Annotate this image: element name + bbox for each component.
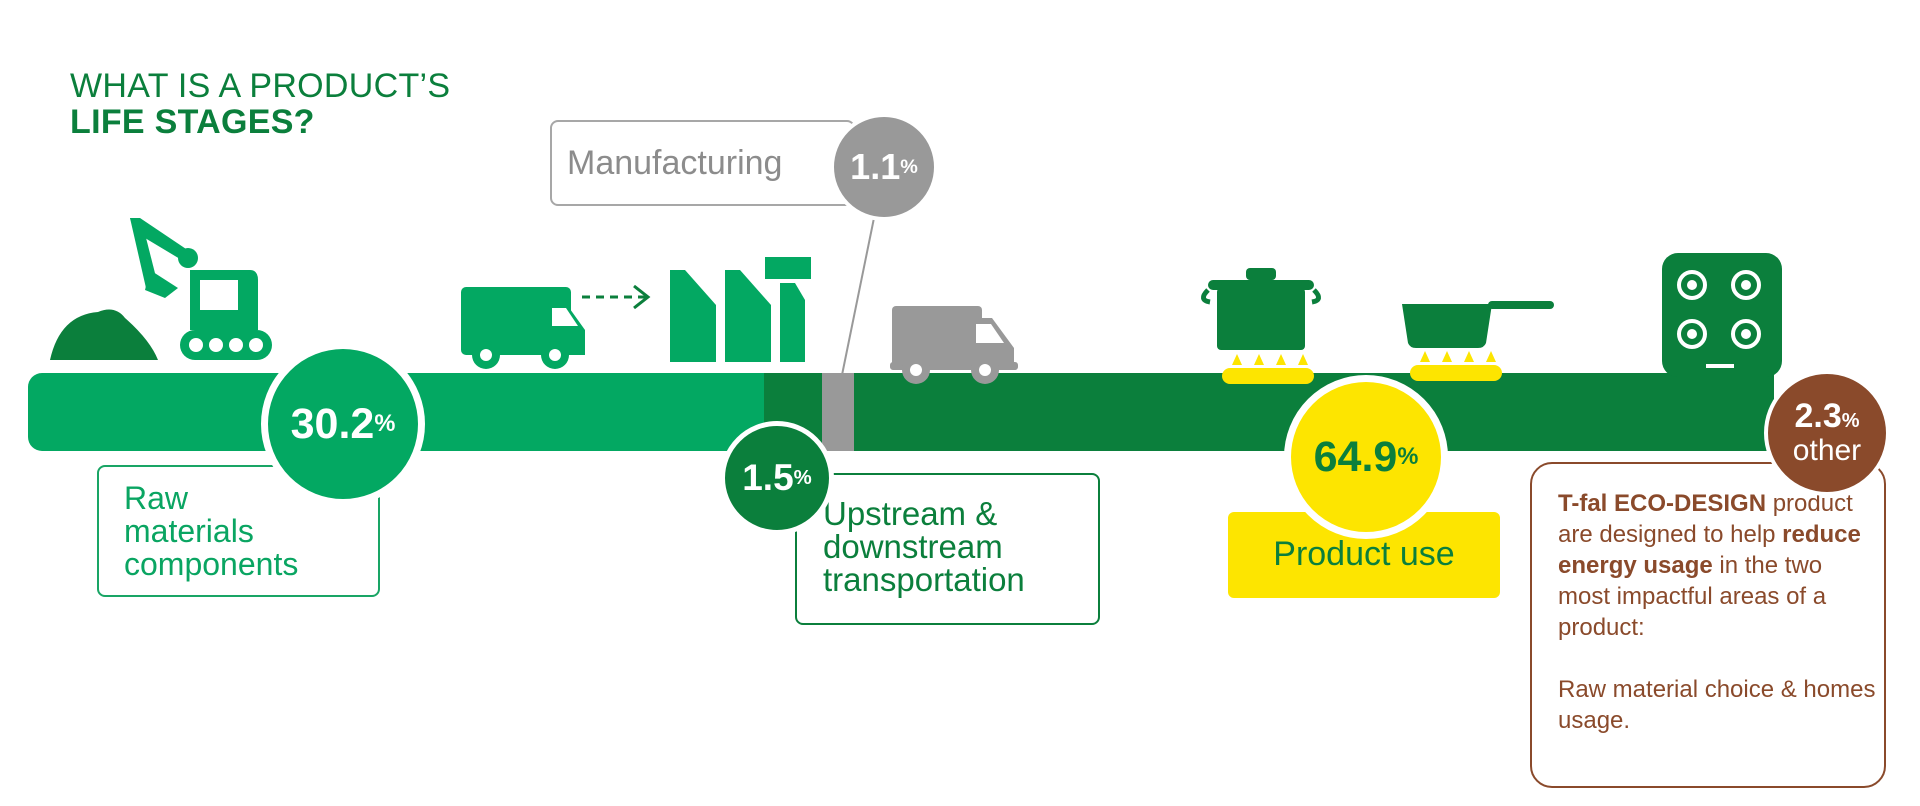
product-use-percent: 64.9%: [1284, 375, 1448, 539]
product-use-label: Product use: [1273, 535, 1455, 573]
title-line-1: WHAT IS A PRODUCT’S: [70, 67, 451, 105]
cooktop-icon: [1662, 253, 1782, 377]
eco-design-text: T-fal ECO-DESIGN product are designed to…: [1558, 490, 1876, 734]
other-percent: 2.3% other: [1764, 370, 1890, 496]
bar-manufacturing-segment: [822, 373, 854, 451]
arrow-right-icon: [582, 284, 651, 310]
transport-percent: 1.5%: [720, 421, 834, 535]
manufacturing-connector: [841, 217, 875, 376]
delivery-truck-icon: [461, 287, 585, 369]
gray-truck-icon: [890, 306, 1018, 384]
transport-label: Upstream & downstream transportation: [823, 495, 1025, 598]
manufacturing-label: Manufacturing: [567, 144, 783, 182]
saucepan-icon: [1402, 301, 1554, 348]
manufacturing-percent: 1.1%: [830, 113, 938, 221]
stock-pot-icon: [1201, 268, 1321, 350]
excavator-icon: [50, 218, 272, 360]
manufacturing-box: [550, 120, 855, 206]
transport-box: [795, 473, 1100, 625]
eco-design-box: [1530, 462, 1886, 788]
gas-flame-icon: [1222, 351, 1502, 384]
raw-materials-label: Raw materials components: [124, 480, 299, 582]
raw-materials-percent: 30.2%: [261, 342, 425, 506]
page-title: WHAT IS A PRODUCT’S LIFE STAGES?: [70, 68, 450, 140]
factory-icon: [670, 257, 811, 362]
raw-materials-box: [97, 465, 380, 597]
title-line-2: LIFE STAGES?: [70, 103, 315, 141]
